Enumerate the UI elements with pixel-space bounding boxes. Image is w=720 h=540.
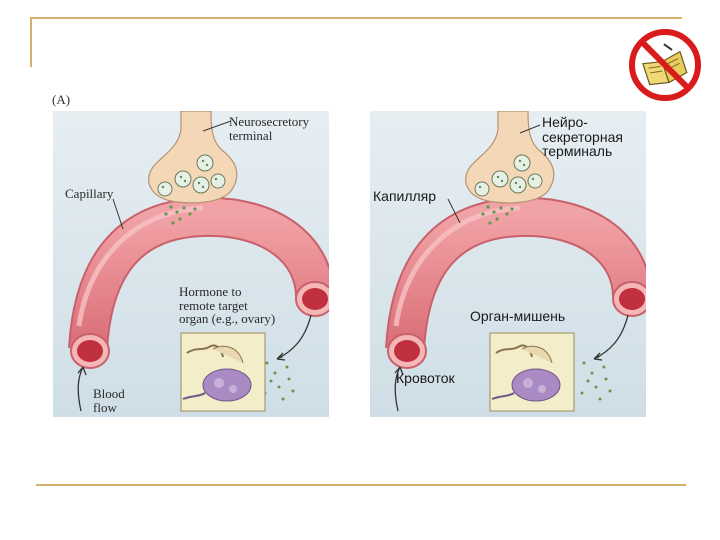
ovary-shape [202,368,252,402]
no-book-icon [629,29,701,101]
label-capillary: Capillary [65,186,114,201]
panel-label: (A) [52,92,71,107]
ovary-shape [511,368,561,402]
hormone-dots [164,205,197,225]
slide-frame-top [30,17,682,67]
hormone-dots [481,205,514,225]
label-target-organ: Орган-мишень [470,308,566,324]
slide-frame-bottom [36,484,686,486]
capillary-vessel [387,198,646,351]
label-capillary: Капилляр [373,188,437,204]
label-blood-flow: Кровоток [396,370,455,386]
